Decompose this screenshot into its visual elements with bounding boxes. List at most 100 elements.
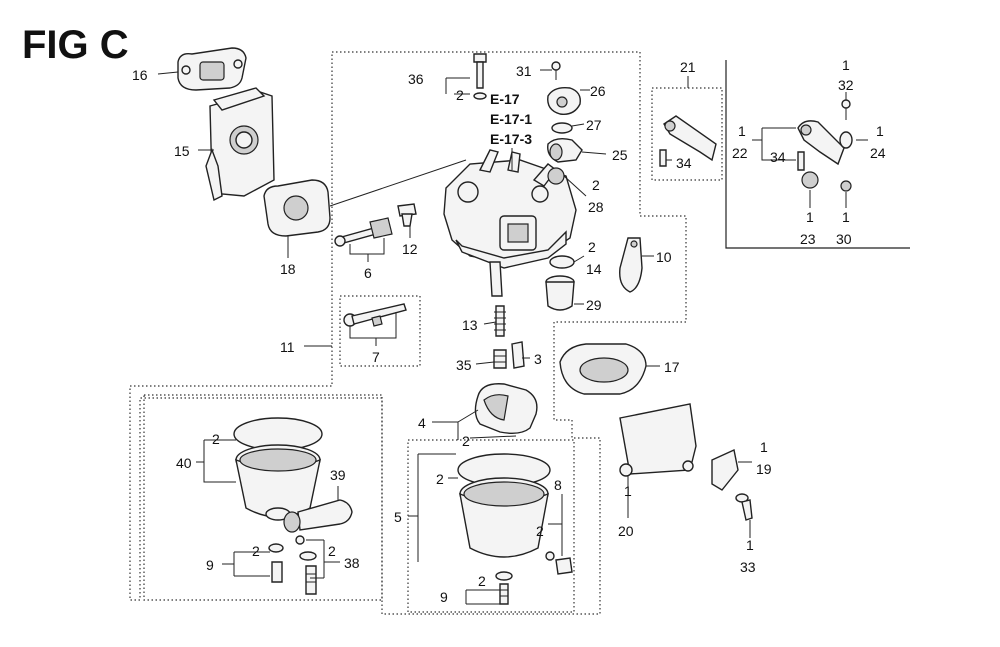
- main-jet-13: [494, 305, 506, 337]
- callout-4-qty: 2: [462, 433, 470, 449]
- callout-14-qty: 2: [588, 239, 596, 255]
- screw-33: [735, 493, 753, 521]
- bracket-15: [205, 87, 275, 202]
- callout-30: 30: [836, 231, 852, 247]
- callout-33: 33: [740, 559, 756, 575]
- callout-15: 15: [174, 143, 190, 159]
- callout-12: 12: [402, 241, 418, 257]
- bushing-24: [839, 131, 853, 149]
- callout-20: 20: [618, 523, 634, 539]
- callout-40-qty: 2: [212, 431, 220, 447]
- bowl-group-outline: [407, 439, 575, 613]
- pilot-screw-6: [334, 217, 393, 247]
- drain-screw-38: [295, 535, 317, 595]
- callout-18: 18: [280, 261, 296, 277]
- callout-labels: 16 15 18 6 12 7 11 36 2 31 26 27 25 2 28…: [132, 57, 886, 605]
- carburetor-body: [443, 149, 577, 297]
- ref-e17-1: E-17-1: [490, 111, 532, 127]
- callout-9-left-qty: 2: [252, 543, 260, 559]
- needle-35: [493, 349, 507, 369]
- screw-12: [397, 203, 417, 227]
- bracket-20: [619, 403, 697, 477]
- callout-27: 27: [586, 117, 602, 133]
- callout-5-qty: 2: [436, 471, 444, 487]
- o-ring-14: [549, 255, 575, 269]
- gasket-17: [559, 343, 647, 395]
- gasket-18: [263, 179, 331, 237]
- callout-31: 31: [516, 63, 532, 79]
- callout-19-qty: 1: [760, 439, 768, 455]
- callout-7: 7: [372, 349, 380, 365]
- callout-10: 10: [656, 249, 672, 265]
- gasket-16: [177, 47, 247, 91]
- washer-28: [547, 167, 565, 185]
- callout-38: 38: [344, 555, 360, 571]
- callout-38-qty: 2: [328, 543, 336, 559]
- spring-23: [801, 171, 819, 189]
- screw-set-outline: [339, 295, 421, 367]
- callout-36: 36: [408, 71, 424, 87]
- float-bowl-5: [457, 453, 551, 558]
- callout-17: 17: [664, 359, 680, 375]
- bolt-36: [473, 53, 487, 100]
- callout-3: 3: [534, 351, 542, 367]
- callout-8: 8: [554, 477, 562, 493]
- callout-21: 21: [680, 59, 696, 75]
- callout-6: 6: [364, 265, 372, 281]
- callout-26: 26: [590, 83, 606, 99]
- ref-e17-3: E-17-3: [490, 131, 532, 147]
- callout-33-qty: 1: [746, 537, 754, 553]
- nut-30: [840, 180, 852, 192]
- callout-9-left: 9: [206, 557, 214, 573]
- callout-30-qty: 1: [842, 209, 850, 225]
- leader-gasket: [329, 159, 467, 207]
- callout-16: 16: [132, 67, 148, 83]
- callout-14: 14: [586, 261, 602, 277]
- ref-e17: E-17: [490, 91, 520, 107]
- float-bowl-group-outline: [143, 394, 383, 601]
- callout-24: 24: [870, 145, 886, 161]
- callout-32-qty: 1: [842, 57, 850, 73]
- clip-19: [711, 448, 739, 491]
- callout-9-bowl: 9: [440, 589, 448, 605]
- drain-screw-8: [545, 551, 573, 575]
- float-4: [469, 383, 538, 439]
- bolt-9-bowl: [495, 571, 513, 605]
- callout-23-qty: 1: [806, 209, 814, 225]
- callout-28: 28: [588, 199, 604, 215]
- callout-34-left: 34: [676, 155, 692, 171]
- float-bowl-40: [233, 417, 323, 521]
- spring-3: [511, 341, 525, 369]
- drain-tube-39: [283, 499, 353, 533]
- callout-40: 40: [176, 455, 192, 471]
- callout-22-qty: 1: [738, 123, 746, 139]
- callout-25: 25: [612, 147, 628, 163]
- screw-31: [551, 61, 561, 80]
- washer-27: [551, 122, 573, 134]
- leader-lines: [157, 69, 868, 605]
- callout-4: 4: [418, 415, 426, 431]
- callout-20-qty: 1: [624, 483, 632, 499]
- callout-24-qty: 1: [876, 123, 884, 139]
- callout-36-qty: 2: [456, 87, 464, 103]
- lever-frame: [725, 60, 910, 249]
- callout-32: 32: [838, 77, 854, 93]
- figure-title: FIG C: [22, 23, 129, 67]
- callout-8-qty: 2: [536, 523, 544, 539]
- choke-25: [547, 137, 583, 163]
- bolt-32: [841, 99, 851, 120]
- callout-22: 22: [732, 145, 748, 161]
- callout-9-bowl-qty: 2: [478, 573, 486, 589]
- callout-35: 35: [456, 357, 472, 373]
- screw-set-7: [343, 303, 407, 327]
- callout-39: 39: [330, 467, 346, 483]
- callout-19: 19: [756, 461, 772, 477]
- lever-set-21: [659, 115, 717, 167]
- lever-10: [619, 237, 643, 293]
- callout-34-right: 34: [770, 149, 786, 165]
- callout-23: 23: [800, 231, 816, 247]
- callout-11: 11: [280, 339, 295, 355]
- callout-29: 29: [586, 297, 602, 313]
- valve-29: [545, 275, 575, 311]
